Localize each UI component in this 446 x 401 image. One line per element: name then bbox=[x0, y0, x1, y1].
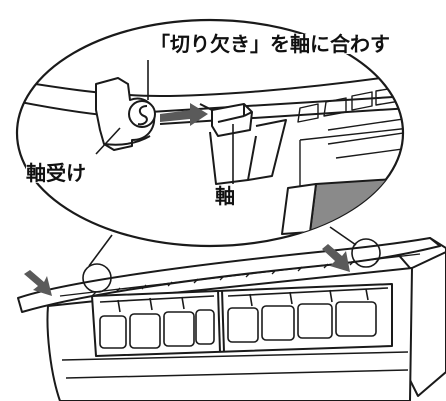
notch-instruction-label: 「切り欠き」を軸に合わす bbox=[150, 32, 390, 56]
axis-block bbox=[211, 103, 253, 137]
magnified-view bbox=[15, 18, 405, 248]
arrow-down-left bbox=[24, 270, 52, 296]
filter-left bbox=[99, 295, 215, 349]
hinge-circle-right bbox=[351, 238, 381, 268]
axis-label: 軸 bbox=[215, 184, 235, 208]
magnifier-leaders bbox=[88, 226, 357, 267]
notch-mark bbox=[137, 105, 148, 126]
filter-right bbox=[227, 287, 389, 343]
hinge-circle-left bbox=[82, 263, 112, 293]
slide-arrow bbox=[160, 103, 208, 126]
air-conditioner-unit bbox=[17, 237, 446, 401]
push-arrows bbox=[24, 244, 350, 296]
arrow-down-right bbox=[322, 244, 350, 272]
bearing-label: 軸受け bbox=[26, 161, 86, 185]
